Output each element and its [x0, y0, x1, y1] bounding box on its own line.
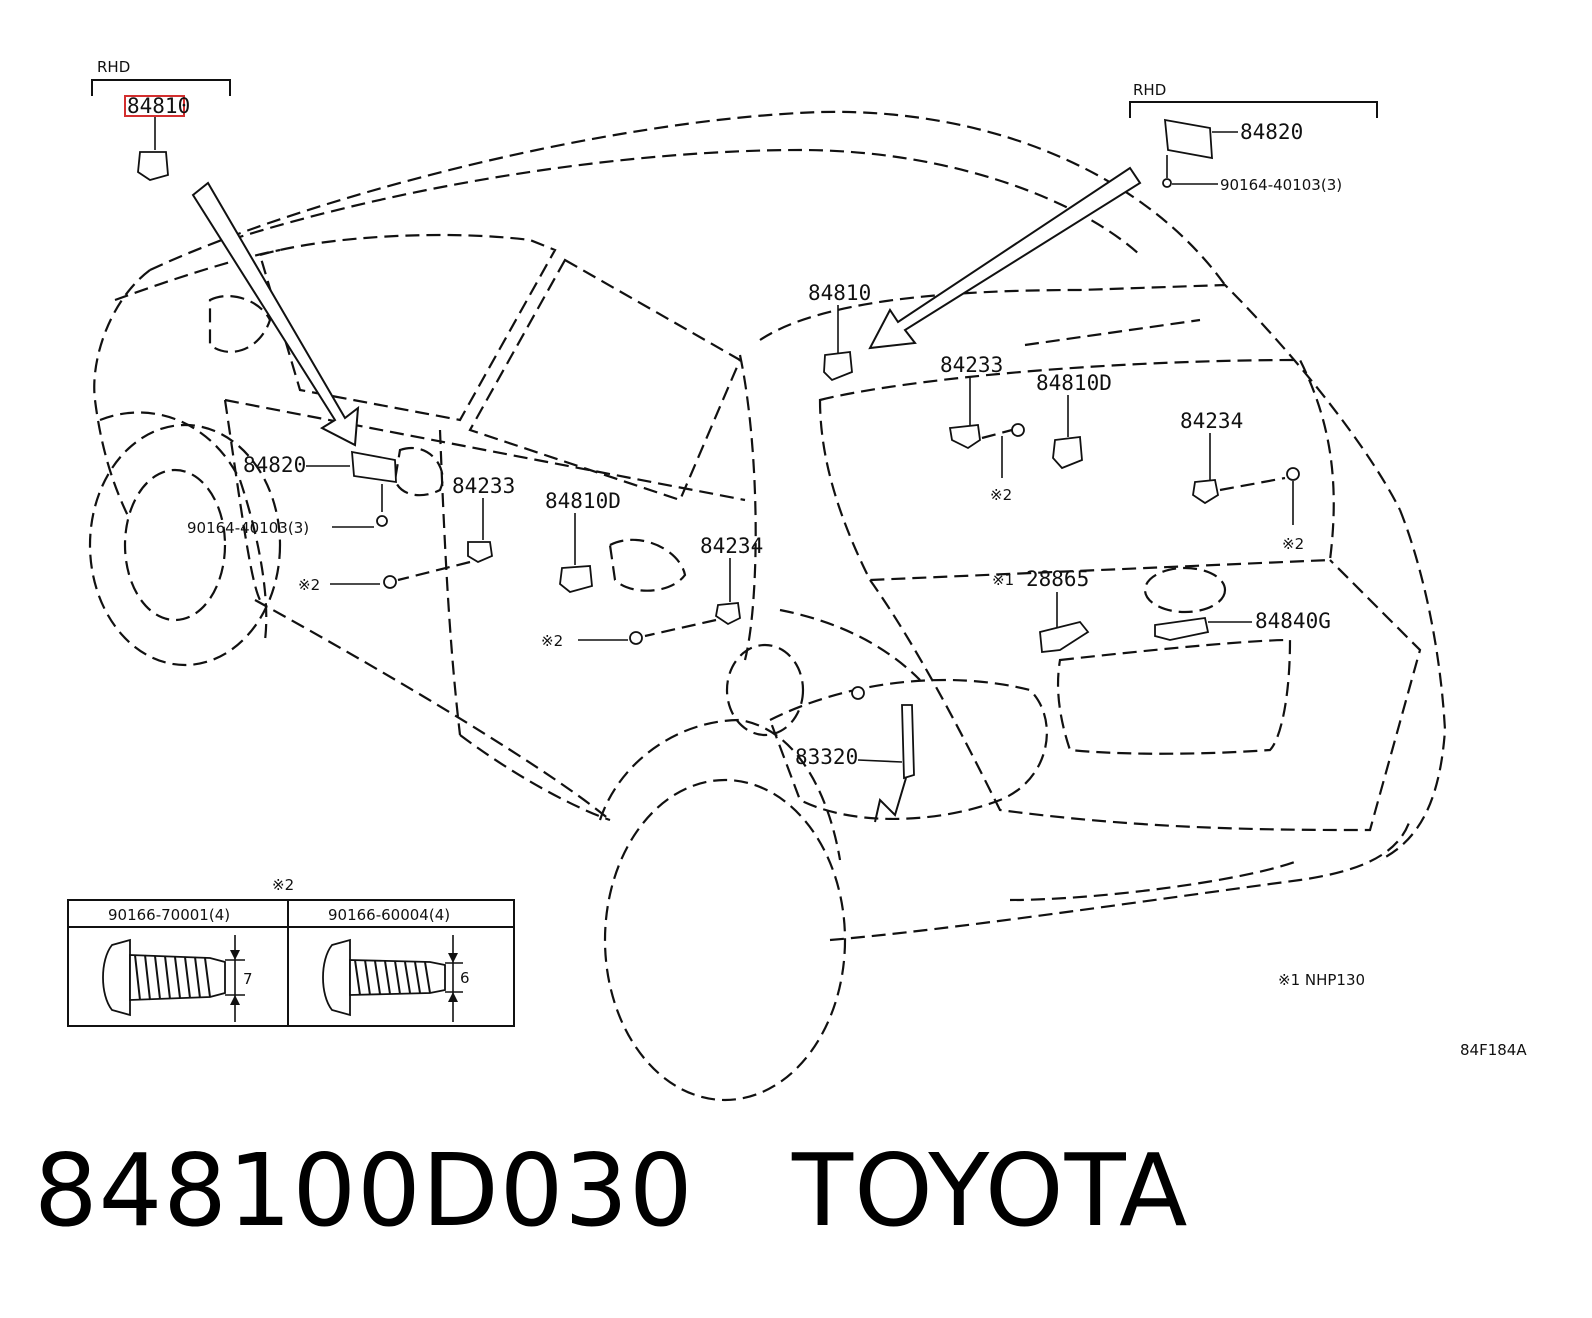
- fastener-table-title: ※2: [272, 876, 294, 894]
- callout-84810-center[interactable]: 84810: [808, 281, 871, 382]
- back-door-switch-icon: [1154, 616, 1210, 641]
- callout-84234-left[interactable]: 84234 ※2: [541, 534, 763, 650]
- label-84820-left: 84820: [243, 453, 306, 477]
- mark1-prefix: ※1: [992, 571, 1014, 589]
- switch-part-icon: [1052, 435, 1083, 470]
- courtesy-switch-icon: [715, 602, 741, 626]
- screw-icon: [629, 631, 643, 645]
- footer-brand: TOYOTA: [791, 1132, 1189, 1249]
- fastener-part-2: 90166-60004(4): [328, 906, 450, 924]
- switch-part-icon: [137, 151, 169, 181]
- callout-84810-highlighted[interactable]: 84810: [124, 94, 190, 181]
- highlight-box: [124, 95, 185, 117]
- callout-84810D-left[interactable]: 84810D: [545, 489, 621, 593]
- footnote-nhp130: ※1 NHP130: [1278, 971, 1365, 989]
- label-84810D-right: 84810D: [1036, 371, 1112, 395]
- callout-84234-right[interactable]: 84234 ※2: [1180, 409, 1304, 553]
- label-bolt-right: 90164-40103(3): [1220, 176, 1342, 194]
- label-84810-center: 84810: [808, 281, 871, 305]
- label-84234-left: 84234: [700, 534, 763, 558]
- screw-icon: [1011, 423, 1025, 437]
- bolt-icon: [376, 515, 388, 527]
- part-footer: 848100D030 TOYOTA: [34, 1132, 1188, 1249]
- callout-28865[interactable]: ※1 28865: [992, 567, 1090, 653]
- label-84840G: 84840G: [1255, 609, 1331, 633]
- label-84233-left: 84233: [452, 474, 515, 498]
- pointer-arrow-left: [191, 181, 360, 447]
- courtesy-switch-icon: [1192, 479, 1220, 505]
- label-84810D-left: 84810D: [545, 489, 621, 513]
- fuel-pump-cap-icon: [851, 686, 865, 700]
- diagram-code: 84F184A: [1460, 1041, 1527, 1059]
- callout-83320[interactable]: 83320: [795, 686, 915, 823]
- fastener-table: ※2 90166-70001(4) 90166-60004(4) 7: [67, 876, 515, 1027]
- callout-84233-right[interactable]: 84233 ※2: [940, 353, 1025, 504]
- callout-84810D-right[interactable]: 84810D: [1036, 371, 1112, 470]
- bolt-icon: [1162, 178, 1172, 188]
- label-84233-right: 84233: [940, 353, 1003, 377]
- window-switch-icon: [351, 450, 397, 484]
- screw-icon: [1286, 467, 1300, 481]
- label-83320: 83320: [795, 745, 858, 769]
- callout-84820-left[interactable]: 84820 90164-40103(3): [187, 450, 397, 537]
- screw-1-dimension: 7: [243, 970, 253, 988]
- screw-2-dimension: 6: [460, 969, 470, 987]
- label-84234-right: 84234: [1180, 409, 1243, 433]
- switch-part-icon: [559, 565, 593, 593]
- screw-icon: [383, 575, 397, 589]
- callout-84820-right[interactable]: 84820 90164-40103(3): [1162, 118, 1342, 194]
- label-84820-right: 84820: [1240, 120, 1303, 144]
- footer-part-number: 848100D030: [34, 1132, 694, 1249]
- rhd-label-left: RHD: [97, 58, 130, 76]
- label-bolt-left: 90164-40103(3): [187, 519, 309, 537]
- mark2-d: ※2: [541, 632, 563, 650]
- relay-bracket-icon: [1039, 620, 1090, 653]
- window-switch-icon: [1163, 118, 1213, 160]
- rhd-bracket-left: RHD: [91, 58, 231, 96]
- screw-drawing-1: 7: [102, 935, 253, 1022]
- courtesy-switch-icon: [948, 424, 981, 450]
- fuel-sender-icon: [901, 704, 915, 780]
- callout-84840G[interactable]: 84840G: [1154, 609, 1331, 641]
- mark2-c: ※2: [298, 576, 320, 594]
- car-outline: [88, 110, 1447, 1102]
- mark2-a: ※2: [990, 486, 1012, 504]
- rhd-bracket-right: RHD: [1129, 81, 1378, 118]
- fastener-part-1: 90166-70001(4): [108, 906, 230, 924]
- pointer-arrow-right: [868, 166, 1142, 350]
- switch-part-icon: [823, 350, 853, 382]
- callout-84233-left[interactable]: 84233 ※2: [298, 474, 515, 594]
- rhd-label-right: RHD: [1133, 81, 1166, 99]
- courtesy-switch-icon: [467, 541, 493, 564]
- label-28865: 28865: [1026, 567, 1089, 591]
- label-84810-highlighted: 84810: [127, 94, 190, 118]
- screw-drawing-2: 6: [322, 935, 470, 1022]
- mark2-b: ※2: [1282, 535, 1304, 553]
